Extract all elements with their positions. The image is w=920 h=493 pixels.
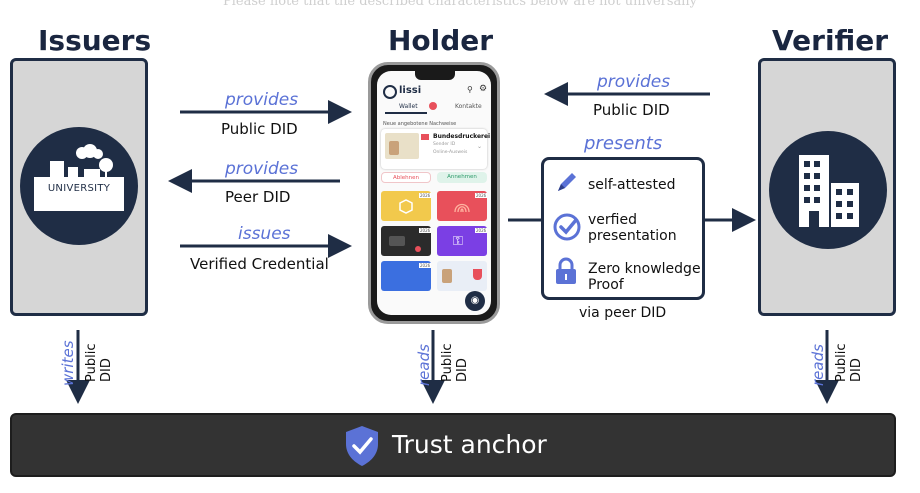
cube-icon <box>399 199 413 214</box>
writes-label: writes <box>58 340 77 386</box>
accept-button[interactable]: Annehmen <box>437 172 487 183</box>
office-building-icon <box>799 155 859 227</box>
issuers-heading: Issuers <box>38 24 152 57</box>
writes-verb: writes <box>59 340 77 386</box>
verifier-provides-verb: provides <box>597 72 671 92</box>
search-icon[interactable]: ⚲ <box>467 85 473 94</box>
holder-reads-label: reads <box>414 344 433 386</box>
gear-icon[interactable]: ⚙ <box>479 84 488 94</box>
card-brand-icon <box>415 246 421 252</box>
notification-badge <box>429 102 437 110</box>
provides-peer-object: Peer DID <box>225 188 291 206</box>
verifier-heading: Verifier <box>772 24 889 57</box>
holder-reads-verb: reads <box>415 344 433 386</box>
offer-card[interactable]: Bundesdruckerei Sender ID Online-Ausweis… <box>381 129 491 169</box>
card-badge-2: 2026 <box>475 193 488 198</box>
credential-card-id[interactable] <box>437 261 487 291</box>
fingerprint-icon <box>454 203 470 213</box>
chevron-down-icon[interactable]: ⌄ <box>477 143 483 150</box>
lissi-logo-icon <box>383 85 397 99</box>
presents-verb: presents <box>584 133 663 154</box>
provides-public-verb: provides <box>225 90 299 110</box>
id-portrait-icon <box>442 269 452 283</box>
shield-check-icon <box>346 426 378 466</box>
phone: lissi ⚲ ⚙ Wallet Kontakte Neue angeboten… <box>368 62 500 324</box>
university-circle: UNIVERSITY <box>20 127 138 245</box>
verifier-reads-label: reads <box>808 344 827 386</box>
via-peer-did: via peer DID <box>579 305 667 321</box>
padlock-icon <box>556 257 576 284</box>
verifier-public-did: Public DID <box>834 343 864 382</box>
card-badge-4: 2026 <box>475 228 488 233</box>
feature-verified-presentation: verfied presentation <box>588 212 677 244</box>
holder-heading: Holder <box>388 24 494 57</box>
pen-icon <box>558 173 576 191</box>
chip-icon <box>389 236 405 246</box>
key-icon: ⚿ <box>453 234 463 249</box>
card-badge-5: 2026 <box>419 263 432 268</box>
top-note: Please note that the described character… <box>223 0 697 9</box>
holder-public-did: Public DID <box>440 343 470 382</box>
checkmark-circle-icon <box>553 213 581 241</box>
verifier-circle <box>769 131 887 249</box>
app-name: lissi <box>399 85 422 96</box>
offer-issuer: Bundesdruckerei <box>433 133 491 140</box>
feature-zero-knowledge: Zero knowledge Proof <box>588 261 701 293</box>
portrait-icon <box>389 141 399 155</box>
provides-public-object: Public DID <box>221 120 298 138</box>
feature-self-attested: self-attested <box>588 177 676 193</box>
offer-sub1: Sender ID <box>433 142 456 147</box>
issuer-logo-icon <box>421 134 429 140</box>
new-credentials-label: Neue angebotene Nachweise <box>383 121 457 127</box>
verifier-provides-object: Public DID <box>593 101 670 119</box>
trust-anchor-bar: Trust anchor <box>10 413 896 477</box>
tab-wallet[interactable]: Wallet <box>399 103 418 110</box>
tab-underline <box>385 112 427 114</box>
phone-notch <box>415 71 455 80</box>
verifier-reads-verb: reads <box>809 344 827 386</box>
university-icon <box>34 144 124 211</box>
card-badge-3: 2026 <box>419 228 432 233</box>
offer-sub2: Online-Ausweis <box>433 150 468 155</box>
phone-screen: lissi ⚲ ⚙ Wallet Kontakte Neue angeboten… <box>377 71 491 315</box>
camera-button[interactable]: ◉ <box>465 291 485 311</box>
presentation-box: self-attested verfied presentation Zero … <box>541 157 705 300</box>
trust-anchor-label: Trust anchor <box>392 430 547 459</box>
crest-icon <box>473 269 482 280</box>
university-label: UNIVERSITY <box>47 183 111 194</box>
tab-contacts[interactable]: Kontakte <box>455 103 482 110</box>
issues-object: Verified Credential <box>190 255 329 273</box>
decline-button[interactable]: Ablehnen <box>381 172 431 183</box>
provides-peer-verb: provides <box>225 159 299 179</box>
issues-verb: issues <box>238 224 291 244</box>
card-badge-1: 2026 <box>419 193 432 198</box>
issuer-public-did: Public DID <box>84 343 114 382</box>
